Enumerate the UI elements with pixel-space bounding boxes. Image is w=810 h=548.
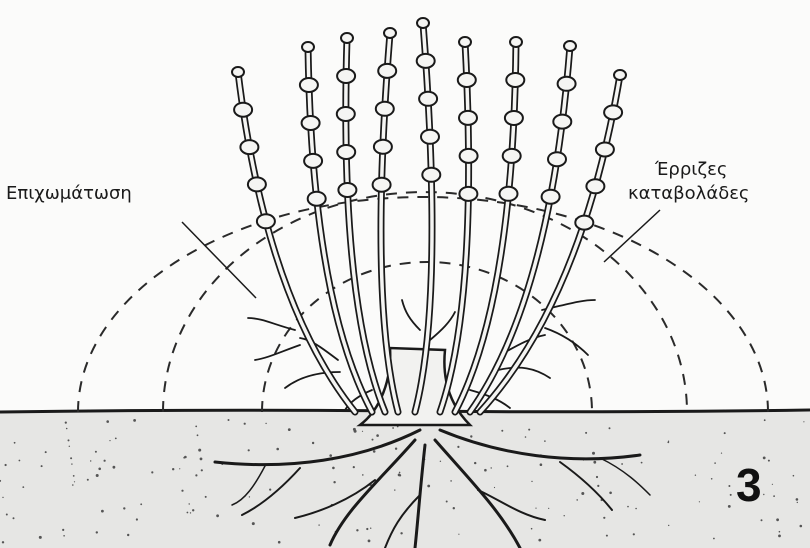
bud (232, 67, 244, 77)
bud (596, 143, 614, 157)
bud (417, 54, 435, 68)
bud (422, 168, 440, 182)
layers-leader-line (604, 210, 660, 262)
bud (614, 70, 626, 80)
bud (558, 77, 576, 91)
bud (341, 33, 353, 43)
bud (240, 140, 258, 154)
bud (419, 92, 437, 106)
bud (337, 107, 355, 121)
bud (586, 179, 604, 193)
bud (337, 69, 355, 83)
bud (542, 190, 560, 204)
bud (564, 41, 576, 51)
bud (500, 187, 518, 201)
rooted-layers-label-line-1: Έρριζες (655, 159, 727, 181)
bud (553, 115, 571, 129)
panel-number: 3 (736, 460, 762, 510)
bud (460, 149, 478, 163)
rooted-layers-label-line-2: καταβολάδες (628, 183, 750, 205)
bud (373, 178, 391, 192)
bud (417, 18, 429, 28)
shoots (232, 18, 626, 412)
bud (421, 130, 439, 144)
bud (374, 140, 392, 154)
bud (248, 177, 266, 191)
bud (234, 103, 252, 117)
shoot-stem-highlight (238, 72, 355, 412)
bud (505, 111, 523, 125)
bud (300, 78, 318, 92)
bud (459, 111, 477, 125)
soil-area (0, 412, 810, 548)
bud (302, 42, 314, 52)
bud (510, 37, 522, 47)
bud (506, 73, 524, 87)
bud (459, 187, 477, 201)
bud (384, 28, 396, 38)
bud (604, 105, 622, 119)
bud (308, 192, 326, 206)
bud (302, 116, 320, 130)
bud (548, 152, 566, 166)
bud (257, 214, 275, 228)
bud (459, 37, 471, 47)
bud (503, 149, 521, 163)
mounding-label: Επιχωμάτωση (6, 183, 132, 205)
bud (575, 216, 593, 230)
bud (304, 154, 322, 168)
bud (458, 73, 476, 87)
bud (337, 145, 355, 159)
bud (338, 183, 356, 197)
bud (376, 102, 394, 116)
shoot-stem (238, 72, 355, 412)
bud (378, 64, 396, 78)
mounding-leader-line (182, 222, 256, 298)
